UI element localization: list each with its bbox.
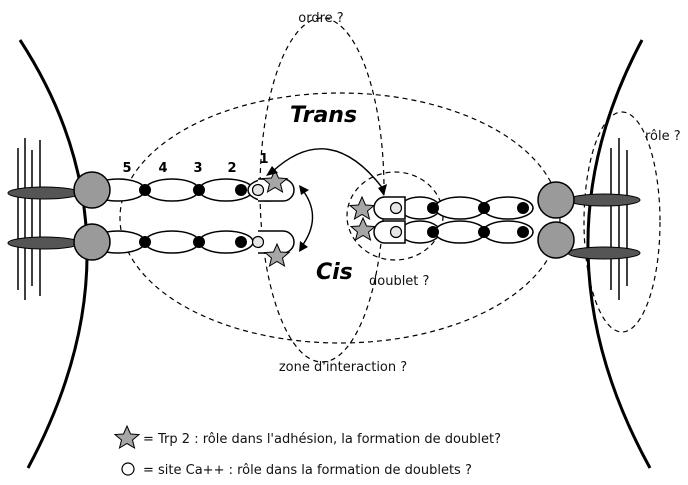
legend-star-text: = Trp 2 : rôle dans l'adhésion, la forma… [143, 432, 501, 447]
right-anchor-bottom [567, 246, 641, 260]
left-anchor-bottom [7, 236, 81, 250]
cis-arrow [299, 185, 314, 252]
label-doublet: doublet ? [369, 274, 429, 289]
role-zone-outline [583, 111, 661, 333]
label-ordre: ordre ? [298, 11, 343, 26]
circle-icon [121, 462, 135, 476]
domain-number-2: 2 [227, 161, 236, 176]
domain-number-4: 4 [158, 161, 167, 176]
star-icon [113, 424, 141, 450]
left-anchor-top [7, 186, 81, 200]
label-trans: Trans [290, 103, 357, 128]
domain-number-1: 1 [259, 152, 268, 167]
label-zone-interaction: zone d'interaction ? [279, 360, 407, 375]
left-cell-membrane [18, 39, 89, 469]
left-cadherin-bottom [73, 223, 295, 261]
label-role: rôle ? [645, 129, 681, 144]
left-cytoskeleton-lines [17, 138, 41, 300]
label-cis: Cis [316, 260, 353, 285]
calcium-sites [251, 183, 403, 249]
left-cadherin-top [73, 171, 295, 209]
legend-circle-text: = site Ca++ : rôle dans la formation de … [143, 463, 472, 478]
trans-arrow [266, 148, 387, 196]
domain-number-5: 5 [122, 161, 131, 176]
interaction-zone-outline [119, 92, 561, 344]
right-cytoskeleton-lines [610, 138, 628, 300]
right-anchor-top [567, 193, 641, 207]
legend: = Trp 2 : rôle dans l'adhésion, la forma… [113, 424, 501, 478]
right-cadherin-top [373, 181, 575, 220]
right-cadherin-bottom [373, 220, 575, 259]
trp-stars [261, 168, 377, 268]
domain-number-3: 3 [193, 161, 202, 176]
